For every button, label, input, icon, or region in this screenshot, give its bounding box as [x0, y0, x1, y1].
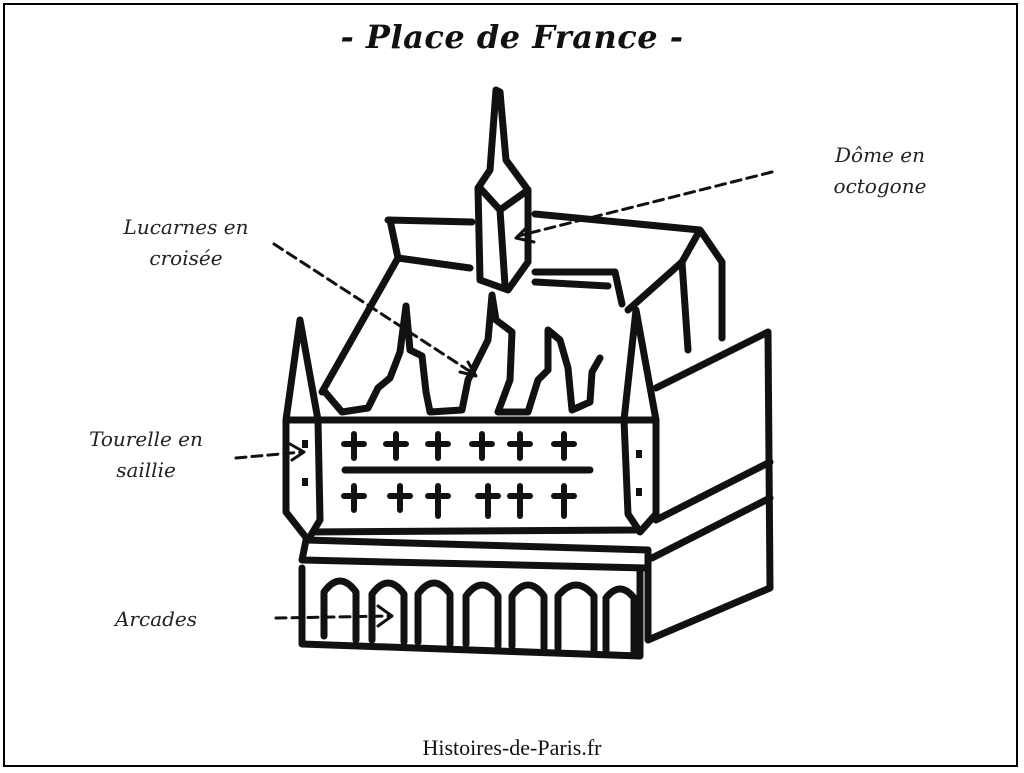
spire: [474, 86, 532, 294]
page-title: - Place de France -: [340, 18, 684, 56]
label-tourelle: Tourelle en saillie: [89, 427, 203, 482]
label-lucarnes: Lucarnes en croisée: [123, 215, 249, 270]
arcades-arrow: [274, 614, 392, 620]
arcade-arches: [320, 577, 638, 658]
side-wing: [644, 328, 774, 644]
roof-outline: [318, 210, 726, 396]
left-turret: [282, 316, 324, 544]
site-credit: Histoires-de-Paris.fr: [422, 735, 602, 760]
arcades-row: [298, 564, 644, 660]
dome-arrow: [516, 170, 774, 238]
label-arcades: Arcades: [114, 607, 198, 631]
roof-ridges: [394, 254, 686, 314]
lucarnes-arrow: [272, 242, 476, 376]
spire-edge: [476, 184, 532, 289]
annotation-arrows: [234, 170, 774, 620]
window-crosses: [341, 431, 577, 519]
tourelle-arrow: [234, 450, 304, 460]
arrow-heads: [288, 222, 536, 628]
lucarnes: [321, 291, 604, 416]
base-ledge: [298, 536, 652, 572]
label-dome: Dôme en octogone: [833, 143, 927, 198]
